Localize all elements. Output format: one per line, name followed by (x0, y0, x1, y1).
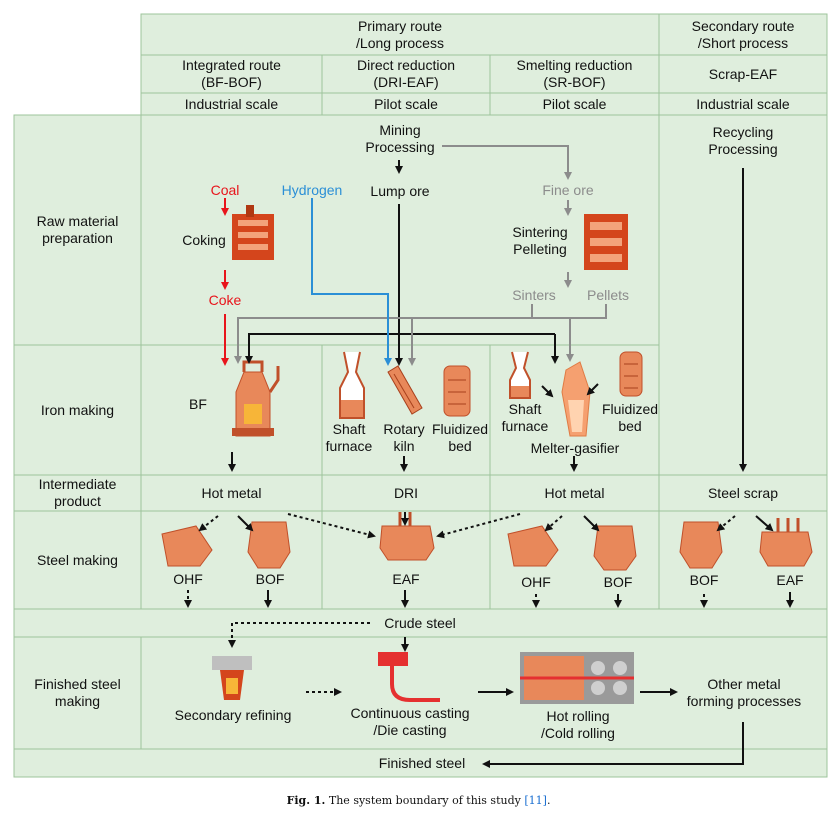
pellets-label: Pellets (586, 287, 630, 303)
flow-arrow-hydrogen (311, 198, 392, 366)
scale-secondary: Industrial scale (696, 95, 790, 112)
ohf-label-2: OHF (521, 574, 551, 590)
hot-cold-rolling-label: Hot rolling /Cold rolling (541, 708, 615, 741)
header-integrated-route: Integrated route (BF-BOF) (182, 57, 281, 90)
ohf-image-2 (507, 525, 559, 567)
eaf-image-2 (759, 518, 813, 567)
coking-label: Coking (182, 232, 226, 248)
lump-ore-label: Lump ore (370, 183, 430, 199)
hot-metal-label-2: Hot metal (544, 484, 605, 501)
secondary-refining-image (212, 656, 252, 700)
bof-label-2: BOF (603, 574, 633, 590)
caption-text: The system boundary of this study (328, 794, 521, 807)
sintering-pelleting-label: Sintering Pelleting (512, 224, 568, 257)
continuous-casting-label: Continuous casting /Die casting (350, 705, 470, 738)
eaf-label-2: EAF (776, 572, 804, 588)
rotary-kiln-label: Rotary kiln (383, 421, 425, 454)
crude-steel-label: Crude steel (384, 614, 456, 631)
fluidized-bed-label-dri: Fluidized bed (431, 421, 489, 454)
mining-processing-label: Mining Processing (365, 122, 435, 155)
bof-image-3 (679, 521, 723, 569)
hydrogen-label: Hydrogen (281, 182, 343, 198)
eaf-label-1: EAF (392, 571, 420, 587)
header-smelting-reduction: Smelting reduction (SR-BOF) (516, 57, 633, 90)
flow-arrows-dotted (184, 513, 736, 696)
fluidized-bed-image-dri (443, 365, 471, 417)
caption-fig-number: Fig. 1. (286, 794, 326, 807)
header-direct-reduction: Direct reduction (DRI-EAF) (356, 57, 456, 90)
fluidized-bed-image-sr (619, 351, 643, 397)
row-finished-steel-making: Finished steel making (34, 676, 121, 709)
shaft-furnace-label-dri: Shaft furnace (325, 421, 373, 454)
header-primary-route: Primary route /Long process (356, 17, 444, 51)
flow-arrows-black (228, 160, 794, 768)
hot-metal-label-1: Hot metal (201, 484, 262, 501)
ohf-image-1 (161, 525, 213, 567)
sintering-machine-image (584, 214, 628, 270)
header-secondary-route: Secondary route /Short process (691, 17, 795, 51)
melter-gasifier-label: Melter-gasifier (530, 440, 620, 456)
fluidized-bed-label-sr: Fluidized bed (601, 401, 659, 434)
other-metal-forming-label: Other metal forming processes (686, 676, 802, 709)
dri-label: DRI (393, 484, 419, 501)
coking-oven-image (232, 205, 274, 260)
shaft-furnace-image-sr (509, 351, 531, 399)
melter-gasifier-image (561, 361, 591, 437)
finished-steel-label: Finished steel (378, 754, 466, 771)
flow-arrows-gray (234, 145, 607, 366)
caption-period: . (546, 794, 551, 807)
figure-caption: Fig. 1. The system boundary of this stud… (0, 794, 837, 807)
bf-label: BF (189, 396, 207, 412)
coal-label: Coal (210, 182, 240, 198)
ohf-label-1: OHF (173, 571, 203, 587)
scale-smelting: Pilot scale (542, 95, 607, 112)
bof-label-1: BOF (255, 571, 285, 587)
row-steel-making: Steel making (37, 551, 118, 568)
bof-image-1 (247, 521, 291, 569)
recycling-processing-label: Recycling Processing (708, 124, 778, 157)
caption-reference-link[interactable]: [11] (524, 794, 547, 807)
eaf-image-1 (379, 512, 435, 561)
blast-furnace-image (232, 360, 280, 437)
bof-label-3: BOF (689, 572, 719, 588)
bof-image-2 (593, 525, 637, 571)
secondary-refining-label: Secondary refining (174, 707, 292, 723)
scale-integrated: Industrial scale (184, 95, 279, 112)
scale-direct: Pilot scale (374, 95, 438, 112)
row-iron-making: Iron making (40, 401, 115, 418)
continuous-casting-image (378, 652, 440, 702)
rolling-mill-image (520, 652, 634, 704)
rotary-kiln-image (387, 365, 423, 415)
fine-ore-label: Fine ore (542, 182, 594, 198)
coke-label: Coke (208, 292, 242, 308)
row-raw-material: Raw material preparation (36, 213, 119, 246)
shaft-furnace-image-dri (339, 351, 365, 419)
row-intermediate-product: Intermediate product (38, 476, 117, 509)
shaft-furnace-label-sr: Shaft furnace (501, 401, 549, 434)
steel-scrap-label: Steel scrap (707, 484, 779, 501)
header-scrap-eaf: Scrap-EAF (708, 65, 778, 82)
sinters-label: Sinters (512, 287, 556, 303)
